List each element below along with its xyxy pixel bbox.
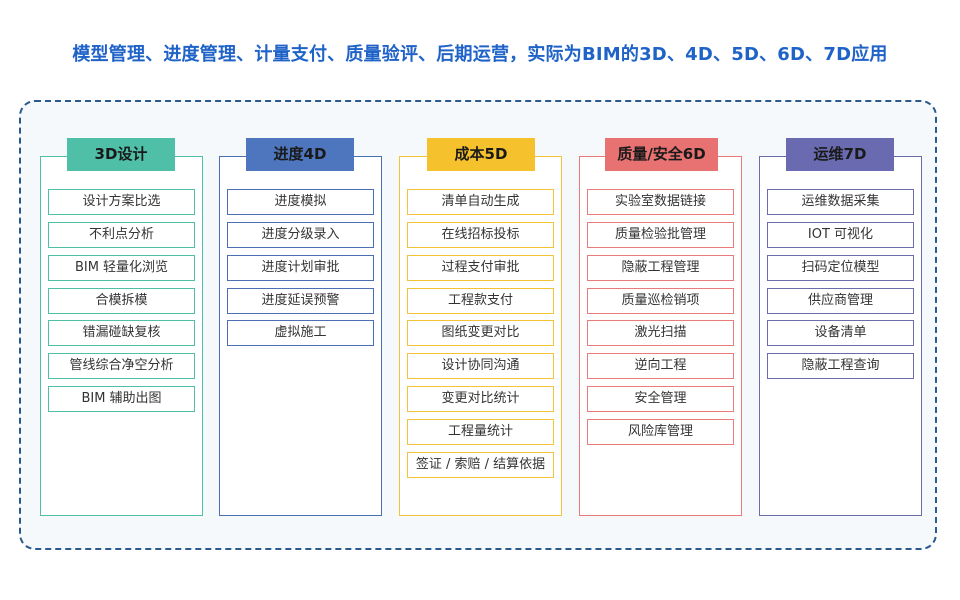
- item-5d-4: 工程款支付: [407, 288, 554, 314]
- item-6d-1: 实验室数据链接: [587, 189, 734, 215]
- item-7d-5: 设备清单: [767, 320, 914, 346]
- item-5d-3: 过程支付审批: [407, 255, 554, 281]
- column-header-6d: 质量/安全6D: [605, 138, 718, 171]
- column-4d: 进度模拟 进度分级录入 进度计划审批 进度延误预警 虚拟施工: [219, 156, 382, 516]
- item-5d-7: 变更对比统计: [407, 386, 554, 412]
- item-4d-3: 进度计划审批: [227, 255, 374, 281]
- item-4d-1: 进度模拟: [227, 189, 374, 215]
- column-header-3d: 3D设计: [67, 138, 175, 171]
- item-4d-5: 虚拟施工: [227, 320, 374, 346]
- item-6d-3: 隐蔽工程管理: [587, 255, 734, 281]
- item-6d-5: 激光扫描: [587, 320, 734, 346]
- item-6d-7: 安全管理: [587, 386, 734, 412]
- item-7d-6: 隐蔽工程查询: [767, 353, 914, 379]
- item-6d-6: 逆向工程: [587, 353, 734, 379]
- item-3d-5: 错漏碰缺复核: [48, 320, 195, 346]
- column-3d: 设计方案比选 不利点分析 BIM 轻量化浏览 合模拆模 错漏碰缺复核 管线综合净…: [40, 156, 203, 516]
- item-5d-1: 清单自动生成: [407, 189, 554, 215]
- item-4d-2: 进度分级录入: [227, 222, 374, 248]
- item-7d-4: 供应商管理: [767, 288, 914, 314]
- item-5d-8: 工程量统计: [407, 419, 554, 445]
- column-5d: 清单自动生成 在线招标投标 过程支付审批 工程款支付 图纸变更对比 设计协同沟通…: [399, 156, 562, 516]
- item-5d-6: 设计协同沟通: [407, 353, 554, 379]
- item-3d-6: 管线综合净空分析: [48, 353, 195, 379]
- column-6d: 实验室数据链接 质量检验批管理 隐蔽工程管理 质量巡检销项 激光扫描 逆向工程 …: [579, 156, 742, 516]
- column-header-5d: 成本5D: [427, 138, 535, 171]
- item-5d-5: 图纸变更对比: [407, 320, 554, 346]
- item-7d-3: 扫码定位模型: [767, 255, 914, 281]
- item-6d-4: 质量巡检销项: [587, 288, 734, 314]
- item-3d-7: BIM 辅助出图: [48, 386, 195, 412]
- item-6d-8: 风险库管理: [587, 419, 734, 445]
- column-7d: 运维数据采集 IOT 可视化 扫码定位模型 供应商管理 设备清单 隐蔽工程查询: [759, 156, 922, 516]
- item-7d-1: 运维数据采集: [767, 189, 914, 215]
- column-header-4d: 进度4D: [246, 138, 354, 171]
- item-5d-2: 在线招标投标: [407, 222, 554, 248]
- column-header-7d: 运维7D: [786, 138, 894, 171]
- item-3d-1: 设计方案比选: [48, 189, 195, 215]
- page-headline: 模型管理、进度管理、计量支付、质量验评、后期运营，实际为BIM的3D、4D、5D…: [72, 44, 888, 65]
- item-7d-2: IOT 可视化: [767, 222, 914, 248]
- item-5d-9: 签证 / 索赔 / 结算依据: [407, 452, 554, 478]
- item-3d-4: 合模拆模: [48, 288, 195, 314]
- item-6d-2: 质量检验批管理: [587, 222, 734, 248]
- item-3d-3: BIM 轻量化浏览: [48, 255, 195, 281]
- item-4d-4: 进度延误预警: [227, 288, 374, 314]
- item-3d-2: 不利点分析: [48, 222, 195, 248]
